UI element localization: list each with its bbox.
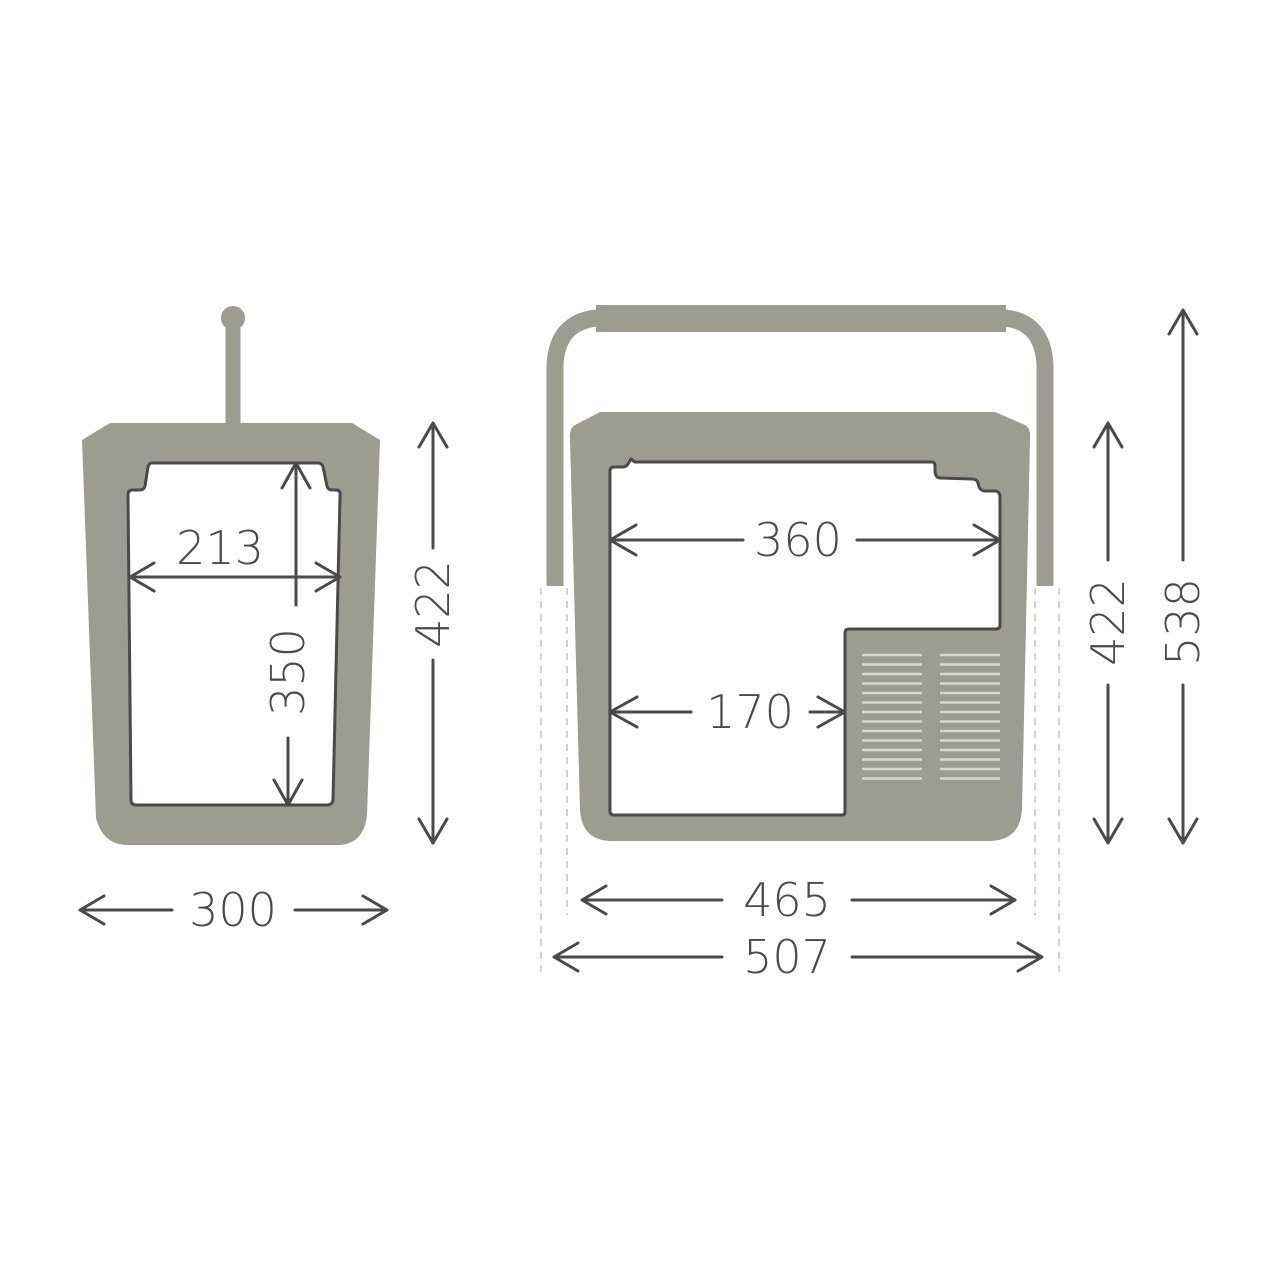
side-handle-knob: [221, 306, 245, 330]
side-view: 213 350 422 300: [78, 306, 460, 937]
dimension-height-with-handle: 538: [1156, 308, 1210, 845]
dimension-front-height: 422: [1081, 421, 1135, 845]
front-view: 360 170 422 538 465 507: [540, 305, 1210, 984]
dimension-side-height: 422: [406, 421, 460, 845]
side-cavity: [126, 461, 342, 807]
front-cavity: [608, 457, 1002, 817]
dimension-body-width: 465: [580, 873, 1017, 927]
label-538: 538: [1156, 578, 1210, 666]
label-507: 507: [743, 930, 831, 984]
dimension-inner-height: 350: [261, 461, 315, 807]
handle-grip: [596, 305, 1006, 332]
handle-right-arm: [1003, 309, 1054, 586]
handle-left-arm: [546, 309, 599, 586]
label-422-side: 422: [406, 560, 460, 648]
label-422-front: 422: [1081, 578, 1135, 666]
label-350: 350: [261, 628, 315, 716]
label-300: 300: [189, 883, 277, 937]
label-360: 360: [754, 513, 842, 567]
label-465: 465: [743, 873, 831, 927]
dimension-inner-width: 213: [128, 521, 342, 593]
dimension-depth: 300: [78, 883, 389, 937]
vent-grille: [862, 653, 1000, 780]
label-170: 170: [706, 685, 794, 739]
dimension-width-with-handle: 507: [552, 930, 1044, 984]
dimension-inner-width-top: 360: [608, 513, 1002, 567]
dimension-inner-width-bottom: 170: [608, 685, 847, 739]
label-213: 213: [176, 521, 264, 575]
